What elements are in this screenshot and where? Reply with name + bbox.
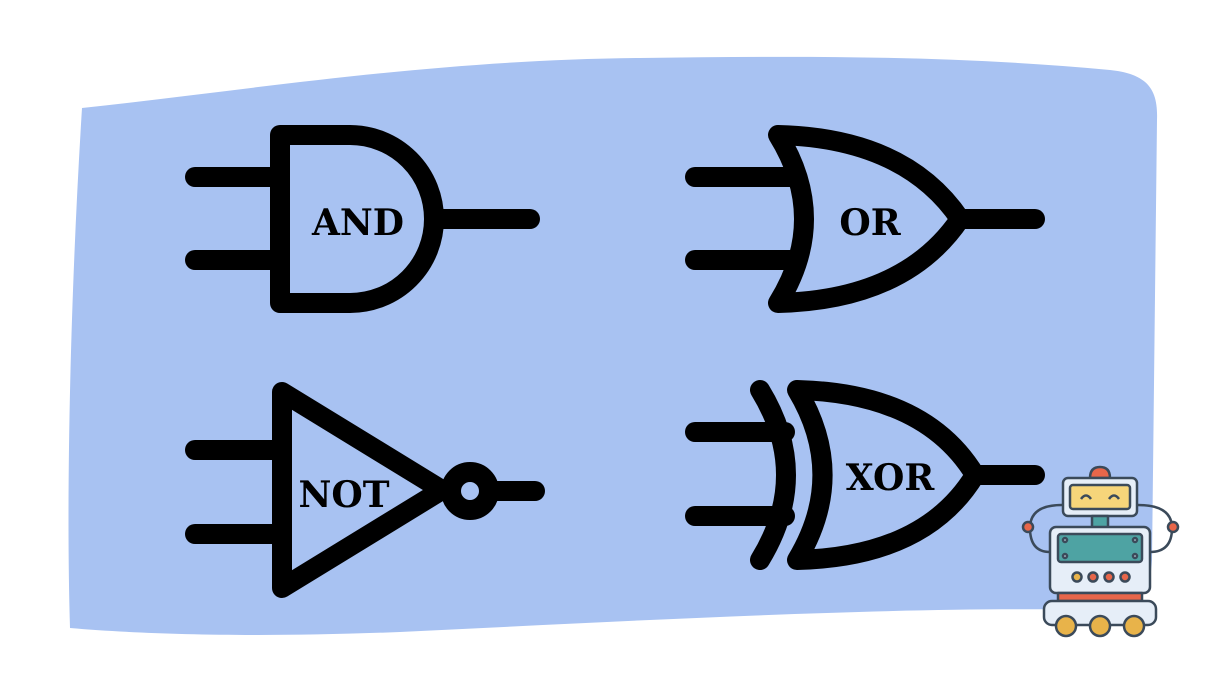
robot-right-hand (1166, 520, 1180, 534)
robot-right-eye (1107, 494, 1121, 500)
or-gate (685, 125, 1045, 313)
xor-gate-label: XOR (846, 457, 936, 499)
and-gate (185, 125, 540, 313)
robot-icon (1021, 465, 1180, 638)
robot-wheel (1054, 614, 1078, 638)
robot-antenna-light (1088, 465, 1112, 480)
or-gate-label: OR (839, 202, 901, 244)
robot-left-hand (1021, 520, 1035, 534)
robot-left-eye (1079, 494, 1093, 500)
not-gate (185, 382, 545, 598)
background-panel (68, 56, 1158, 635)
robot-bolt (1061, 536, 1069, 544)
not-gate-body (272, 382, 452, 598)
or-gate-body (768, 125, 970, 313)
not-gate-label: NOT (298, 474, 389, 516)
robot-button (1071, 571, 1083, 583)
robot-face (1068, 483, 1132, 511)
xor-gate (685, 380, 1045, 570)
robot-wheel (1088, 614, 1112, 638)
xor-gate-back-curve (750, 380, 796, 570)
robot-bolt (1061, 552, 1069, 560)
robot-bolt (1131, 536, 1139, 544)
robot-screen (1056, 532, 1144, 564)
robot-wheel (1122, 614, 1146, 638)
robot-button (1087, 571, 1099, 583)
and-gate-label: AND (311, 202, 404, 244)
robot-bolt (1131, 552, 1139, 560)
robot-button (1103, 571, 1115, 583)
robot-button (1119, 571, 1131, 583)
xor-gate-body (787, 380, 985, 570)
